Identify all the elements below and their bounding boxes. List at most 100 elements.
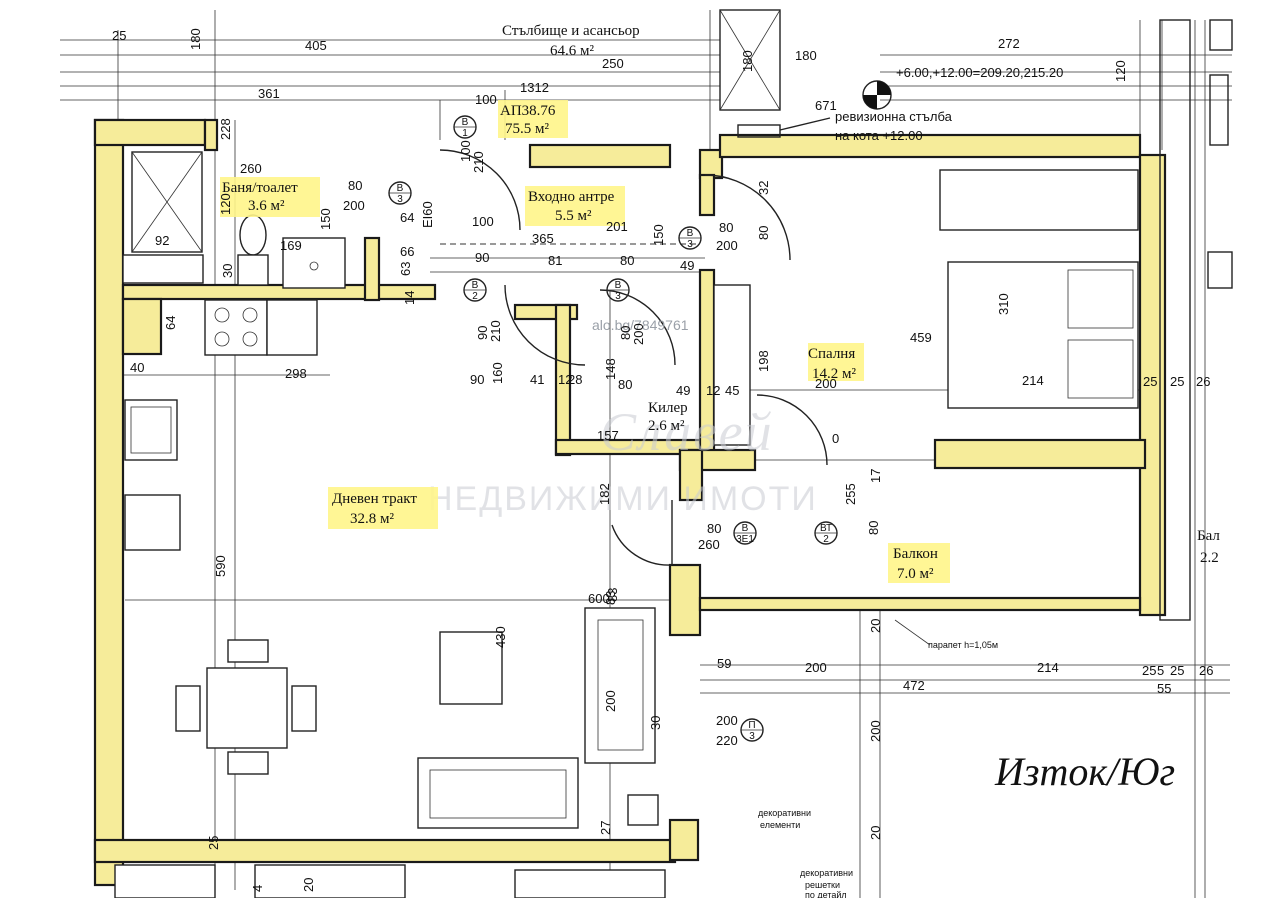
dimension-label: 90 xyxy=(475,250,489,265)
dimension-label: 150 xyxy=(651,224,666,246)
room-living: Дневен тракт 32.8 м² xyxy=(328,487,438,529)
dimension-label: 30 xyxy=(648,716,663,730)
bed xyxy=(947,261,1139,409)
dimension-label: 25 xyxy=(206,836,221,850)
dimension-label: 100 xyxy=(458,140,473,162)
dimension-label: 66 xyxy=(400,244,414,259)
dimension-label: 298 xyxy=(285,366,307,381)
dimension-label: 180 xyxy=(188,28,203,50)
svg-text:3.6 м²: 3.6 м² xyxy=(248,198,285,214)
door-tag: В3 xyxy=(606,278,630,302)
dimension-label: 100 xyxy=(475,92,497,107)
svg-text:В: В xyxy=(742,523,749,534)
watermark: Славей НЕДВИЖИМИ ИМОТИ alo.bg/7849761 xyxy=(428,317,818,518)
dimension-label: 200 xyxy=(868,720,883,742)
dimension-label: 28 xyxy=(568,372,582,387)
dimension-label: 25 xyxy=(1170,374,1184,389)
dimension-label: 49 xyxy=(680,258,694,273)
dimension-label: 80 xyxy=(866,521,881,535)
dimension-label: 12 xyxy=(706,383,720,398)
svg-text:Баня/тоалет: Баня/тоалет xyxy=(222,180,298,196)
svg-text:В: В xyxy=(687,228,694,239)
dimension-label: 83 xyxy=(605,588,620,602)
dimension-label: 55 xyxy=(1157,681,1171,696)
svg-text:1: 1 xyxy=(462,128,468,139)
dining-table xyxy=(206,667,288,749)
inspection-note-1: ревизионна стълба xyxy=(835,109,953,124)
parapet-note: парапет h=1,05м xyxy=(928,640,998,650)
svg-text:3: 3 xyxy=(615,291,621,302)
dimension-label: 32 xyxy=(756,181,771,195)
dimension-label: 41 xyxy=(530,372,544,387)
decor-note-2c: по детайл xyxy=(805,890,847,898)
svg-text:Дневен тракт: Дневен тракт xyxy=(332,491,417,507)
dimension-label: 17 xyxy=(868,469,883,483)
dimension-label: 148 xyxy=(603,358,618,380)
dimension-label: 20 xyxy=(868,619,883,633)
dimension-label: 12 xyxy=(558,372,572,387)
dimension-label: 64 xyxy=(400,210,414,225)
inspection-note-2: на кота +12.00 xyxy=(835,128,923,143)
dimension-label: 80 xyxy=(756,226,771,240)
ei-note: EI60 xyxy=(420,201,435,228)
dimension-label: 20 xyxy=(868,826,883,840)
dimension-label: 600 xyxy=(588,591,610,606)
decor-note-1: декоративни xyxy=(758,808,811,818)
furniture xyxy=(114,151,1233,898)
dimension-label: 1312 xyxy=(520,80,549,95)
toilet xyxy=(239,214,267,256)
dimension-label: 49 xyxy=(676,383,690,398)
door-tag: П3 xyxy=(740,718,764,742)
door-tag: ВТ2 xyxy=(814,521,838,545)
svg-text:75.5 м²: 75.5 м² xyxy=(505,121,549,137)
dimension-label: 80 xyxy=(707,521,721,536)
dimension-label: 405 xyxy=(305,38,327,53)
dimension-label: 30 xyxy=(220,264,235,278)
watermark-text: НЕДВИЖИМИ ИМОТИ xyxy=(428,480,818,518)
stair-label: Стълбище и асансьор 64.6 м² xyxy=(502,23,640,59)
dimension-label: 40 xyxy=(130,360,144,375)
dimension-label: 210 xyxy=(471,151,486,173)
dimension-label: 157 xyxy=(597,428,619,443)
coffee-table xyxy=(439,631,503,705)
door-swings xyxy=(439,149,828,566)
svg-text:3: 3 xyxy=(749,731,755,742)
dimension-label: 182 xyxy=(597,483,612,505)
dimension-label: 200 xyxy=(815,376,837,391)
svg-text:Стълбище и асансьор: Стълбище и асансьор xyxy=(502,23,640,39)
walls xyxy=(93,118,1167,887)
dimension-label: 169 xyxy=(280,238,302,253)
dimension-label: 590 xyxy=(213,555,228,577)
dimension-label: 45 xyxy=(725,383,739,398)
room-balcony: Балкон 7.0 м² xyxy=(888,543,950,583)
svg-text:14.2 м²: 14.2 м² xyxy=(812,366,856,382)
dimension-label: 210 xyxy=(488,320,503,342)
decor-note-2: декоративни xyxy=(800,868,853,878)
dimension-label: 27 xyxy=(598,821,613,835)
dimension-label: 200 xyxy=(716,713,738,728)
svg-text:7.0 м²: 7.0 м² xyxy=(897,566,934,582)
dimension-label: 180 xyxy=(740,50,755,72)
dimension-label: 120 xyxy=(218,193,233,215)
svg-text:3Е1: 3Е1 xyxy=(736,534,754,545)
svg-text:5.5 м²: 5.5 м² xyxy=(555,208,592,224)
dimension-label: 150 xyxy=(318,208,333,230)
wardrobe xyxy=(713,284,751,446)
svg-text:Входно антре: Входно антре xyxy=(528,189,615,205)
dimension-label: 310 xyxy=(996,293,1011,315)
dimension-label: 671 xyxy=(815,98,837,113)
dimension-label: 92 xyxy=(155,233,169,248)
dimension-label: 120 xyxy=(1113,60,1128,82)
dimension-label: 0 xyxy=(832,431,839,446)
door-tag: В3 xyxy=(678,226,702,250)
svg-text:Бал: Бал xyxy=(1197,528,1220,544)
stair-area xyxy=(719,9,1233,621)
svg-text:Спалня: Спалня xyxy=(808,346,855,362)
dimension-label: 25 xyxy=(1143,374,1157,389)
room-entrance: Входно антре 5.5 м² xyxy=(525,186,625,226)
dimension-label: 272 xyxy=(998,36,1020,51)
dimension-label: 80 xyxy=(620,253,634,268)
sofa xyxy=(417,757,579,829)
dimension-label: 430 xyxy=(493,626,508,648)
